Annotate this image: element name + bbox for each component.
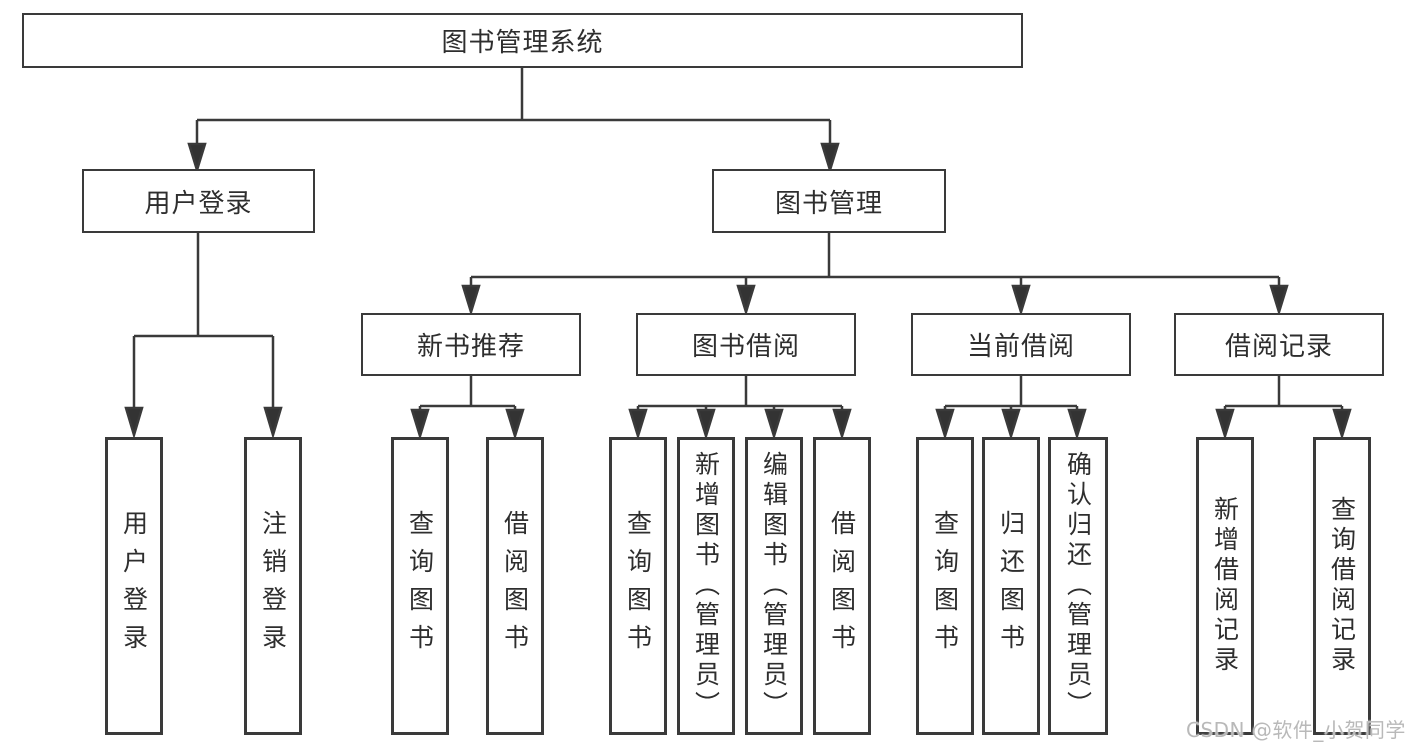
leaf-query-books-recommend-label: 查询图书 (405, 510, 435, 662)
node-new-book-recommend-label: 新书推荐 (416, 332, 525, 362)
node-current-borrow: 当前借阅 (911, 313, 1131, 376)
connector-new-book-children (410, 376, 525, 441)
leaf-edit-books-admin: 编辑图书（管理员） (745, 437, 803, 735)
leaf-borrow-books-recommend-label: 借阅图书 (500, 510, 530, 662)
connector-book-management-children (461, 233, 1289, 317)
connector-user-login-children (124, 233, 283, 440)
leaf-add-borrow-record: 新增借阅记录 (1196, 437, 1254, 735)
leaf-query-books-current-label: 查询图书 (930, 510, 960, 662)
leaf-logout-label: 注销登录 (258, 510, 288, 662)
leaf-add-books-admin: 新增图书（管理员） (677, 437, 735, 735)
leaf-borrow-books: 借阅图书 (813, 437, 871, 735)
leaf-query-books-recommend: 查询图书 (391, 437, 449, 735)
node-library-management-system: 图书管理系统 (22, 13, 1023, 68)
connector-book-borrow-children (628, 376, 852, 441)
leaf-logout: 注销登录 (244, 437, 302, 735)
leaf-return-books-label: 归还图书 (996, 510, 1026, 662)
node-book-borrow-label: 图书借阅 (691, 332, 800, 362)
connector-current-borrow-children (935, 376, 1087, 441)
node-book-borrow: 图书借阅 (636, 313, 856, 376)
node-user-login: 用户登录 (82, 169, 315, 233)
leaf-confirm-return-admin: 确认归还（管理员） (1048, 437, 1108, 735)
node-borrow-records-label: 借阅记录 (1224, 332, 1333, 362)
leaf-borrow-books-label: 借阅图书 (827, 510, 857, 662)
leaf-add-borrow-record-label: 新增借阅记录 (1210, 496, 1240, 676)
leaf-query-borrow-record-label: 查询借阅记录 (1327, 496, 1357, 676)
node-book-management-label: 图书管理 (774, 188, 883, 219)
leaf-user-login-label: 用户登录 (119, 510, 149, 662)
leaf-borrow-books-recommend: 借阅图书 (486, 437, 544, 735)
leaf-user-login: 用户登录 (105, 437, 163, 735)
leaf-query-books-current: 查询图书 (916, 437, 974, 735)
node-borrow-records: 借阅记录 (1174, 313, 1384, 376)
leaf-query-borrow-record: 查询借阅记录 (1313, 437, 1371, 735)
leaf-confirm-return-admin-label: 确认归还（管理员） (1063, 451, 1093, 721)
node-current-borrow-label: 当前借阅 (966, 332, 1075, 362)
leaf-add-books-admin-label: 新增图书（管理员） (691, 451, 721, 721)
csdn-watermark: CSDN @软件_小贺同学 (1186, 718, 1405, 742)
connector-root-to-level1 (187, 68, 840, 175)
node-library-management-system-label: 图书管理系统 (441, 28, 604, 58)
node-user-login-label: 用户登录 (144, 188, 253, 219)
node-book-management: 图书管理 (712, 169, 946, 233)
node-new-book-recommend: 新书推荐 (361, 313, 581, 376)
leaf-return-books: 归还图书 (982, 437, 1040, 735)
leaf-query-books-borrow: 查询图书 (609, 437, 667, 735)
connector-borrow-records-children (1215, 376, 1352, 441)
leaf-edit-books-admin-label: 编辑图书（管理员） (759, 451, 789, 721)
leaf-query-books-borrow-label: 查询图书 (623, 510, 653, 662)
